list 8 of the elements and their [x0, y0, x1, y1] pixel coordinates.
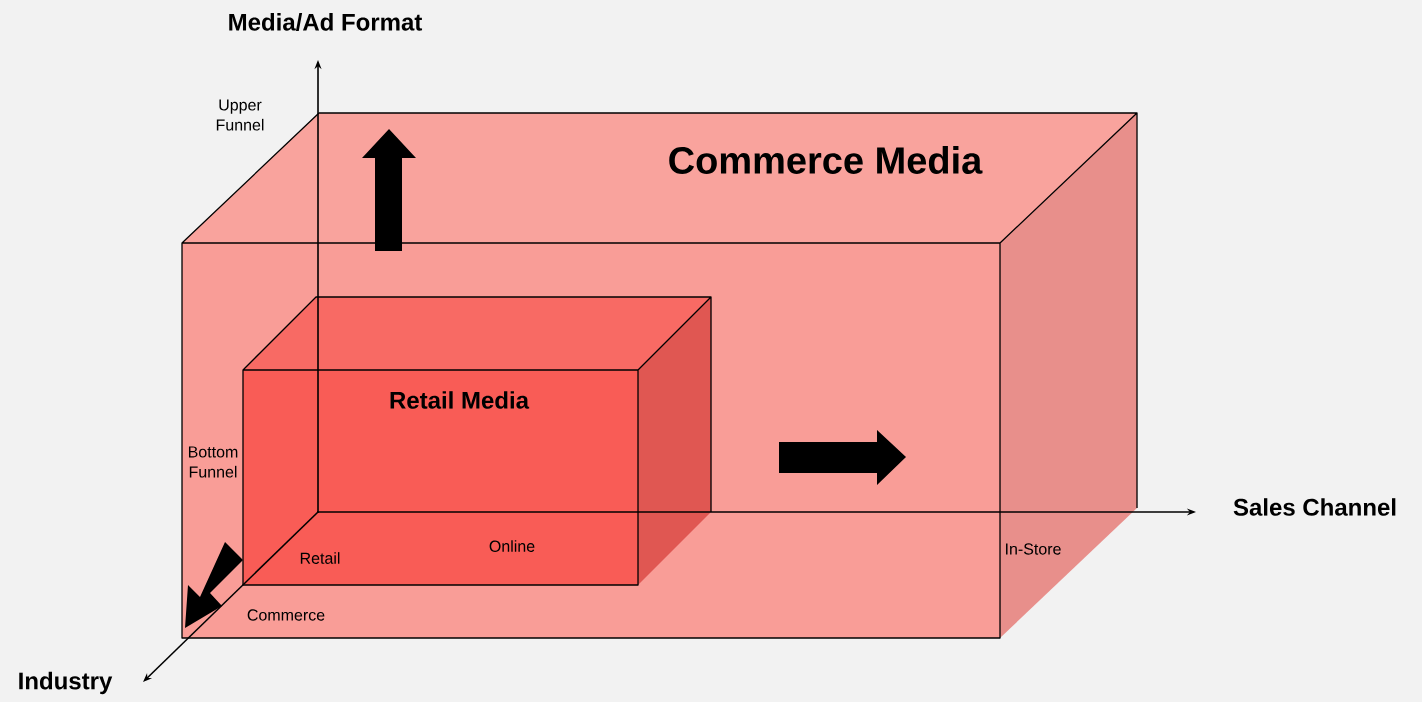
- axis-label: In-Store: [1006, 543, 1061, 555]
- axis-label: Online: [489, 540, 535, 552]
- axis-title: Media/Ad Format: [229, 13, 423, 31]
- axis-label: Retail: [300, 552, 340, 564]
- axis-title: Industry: [19, 671, 113, 695]
- axis-label: Commerce: [247, 609, 325, 621]
- node-label: Commerce Media: [669, 146, 983, 174]
- axis-title: Sales Channel: [1233, 498, 1396, 516]
